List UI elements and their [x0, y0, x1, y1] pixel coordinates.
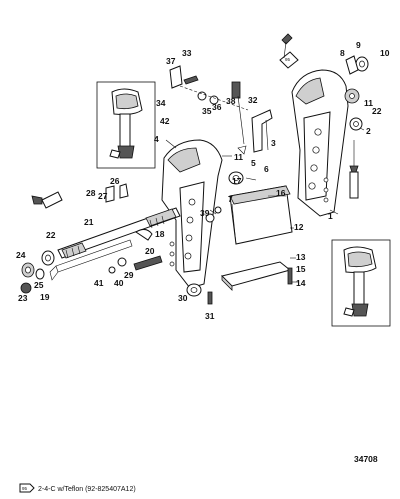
- callout-23: 23: [18, 293, 28, 303]
- figure-number: 34708: [354, 454, 378, 464]
- callout-30: 30: [178, 293, 188, 303]
- callout-21: 21: [84, 217, 94, 227]
- leader-lines: [165, 127, 365, 283]
- tilt-lock-bracket-part-12: [229, 185, 293, 245]
- callout-15: 15: [296, 264, 306, 274]
- legend-text: 2-4-C w/Teflon (92-825407A12): [38, 486, 136, 493]
- callout-35: 35: [202, 106, 212, 116]
- callout-9: 9: [356, 40, 361, 50]
- callout-18: 18: [155, 229, 165, 239]
- callout-31: 31: [205, 311, 215, 321]
- callout-32: 32: [248, 95, 258, 105]
- callout-5: 5: [251, 158, 256, 168]
- tilt-tube-part-21: [57, 207, 181, 259]
- clamp-bracket-part-1: [291, 69, 349, 217]
- legend-symbol: 95: [22, 486, 28, 491]
- grease-tube-left: [31, 191, 63, 209]
- callout-24: 24: [16, 250, 26, 260]
- callout-27: 27: [98, 191, 108, 201]
- callout-8: 8: [340, 48, 345, 58]
- tie-rod-part-19: [49, 239, 133, 281]
- callout-7: 7: [228, 194, 233, 204]
- callout-6: 6: [264, 164, 269, 174]
- callout-14: 14: [296, 278, 306, 288]
- callout-41: 41: [94, 278, 104, 288]
- grease-tube-top: 95: [279, 33, 299, 69]
- callout-11-a: 11: [234, 152, 243, 162]
- lever-parts: [251, 109, 273, 153]
- callout-33: 33: [182, 48, 192, 58]
- callout-16: 16: [276, 188, 286, 198]
- callout-4: 4: [154, 134, 159, 144]
- callout-13: 13: [296, 252, 306, 262]
- callout-42: 42: [160, 116, 170, 126]
- callout-17: 17: [232, 176, 242, 186]
- callout-37: 37: [166, 56, 176, 66]
- callout-38: 38: [226, 96, 236, 106]
- callout-20: 20: [145, 246, 155, 256]
- callout-25: 25: [34, 280, 44, 290]
- callout-34: 34: [156, 98, 166, 108]
- bottom-plate-part-13: [221, 261, 292, 291]
- outboard-motor-inset-top: [96, 81, 156, 169]
- tube-mark-top: 95: [285, 57, 291, 62]
- callout-1: 1: [328, 211, 333, 221]
- callout-labels: 1 2 3 4 5 6 7 8 9 10 11 11 12 13 14 15 1…: [16, 40, 390, 321]
- callout-22-a: 22: [46, 230, 56, 240]
- top-hardware: [169, 55, 369, 155]
- callout-29: 29: [124, 270, 134, 280]
- callout-22-b: 22: [372, 106, 382, 116]
- hardware-left: [20, 250, 55, 294]
- callout-2: 2: [366, 126, 371, 136]
- callout-10: 10: [380, 48, 390, 58]
- callout-19: 19: [40, 292, 50, 302]
- callout-28: 28: [86, 188, 96, 198]
- callout-39: 39: [200, 208, 210, 218]
- callout-11-b: 11: [364, 98, 373, 108]
- callout-3: 3: [271, 138, 276, 148]
- callout-26: 26: [110, 176, 120, 186]
- grease-tube-right: [349, 140, 359, 199]
- callout-12: 12: [294, 222, 304, 232]
- callout-40: 40: [114, 278, 124, 288]
- outboard-motor-inset-bottom: [331, 239, 391, 327]
- center-hardware: [105, 171, 293, 305]
- callout-36: 36: [212, 102, 222, 112]
- legend: 95 2-4-C w/Teflon (92-825407A12): [19, 483, 136, 493]
